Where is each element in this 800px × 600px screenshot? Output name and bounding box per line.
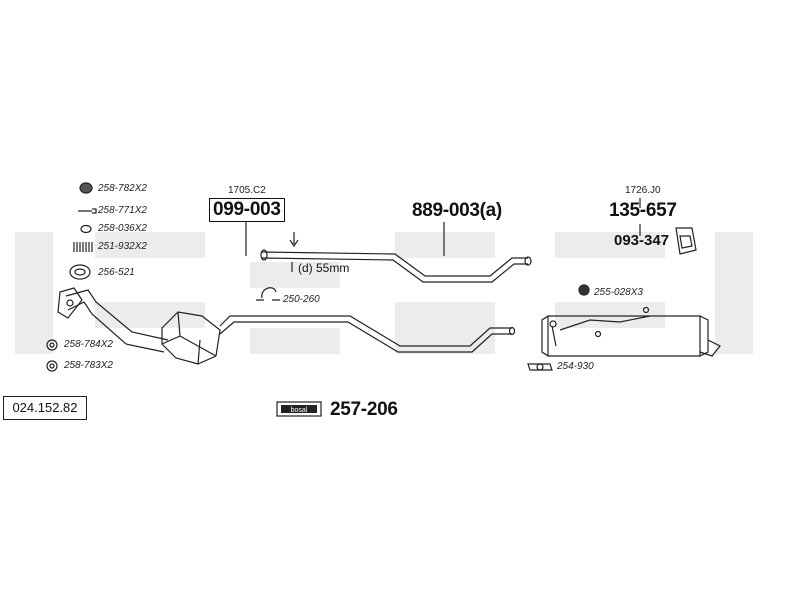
middle-pipe (219, 315, 512, 347)
gasket (527, 363, 553, 371)
downpipe (65, 289, 169, 341)
rear-muffler (541, 315, 709, 357)
part-code-rubber-mount[interactable]: 258-782X2 (98, 183, 147, 194)
mount-bracket (675, 227, 697, 255)
part-code-gasket-ring[interactable]: 256-521 (98, 267, 135, 278)
gasket-ring-icon (69, 264, 91, 280)
middle-pipe-code[interactable]: 889-003(a) (412, 200, 502, 221)
part-code-nut[interactable]: 258-036X2 (98, 223, 147, 234)
gasket-code[interactable]: 254-930 (557, 361, 594, 372)
nut-icon (80, 224, 92, 234)
catalyst-code[interactable]: 257-206 (330, 399, 398, 420)
part-code-bolt[interactable]: 258-771X2 (98, 205, 147, 216)
clamp-code[interactable]: 250-260 (283, 294, 320, 305)
bolt-icon (78, 208, 97, 214)
rear-muffler-code[interactable]: 135-657 (609, 200, 677, 221)
hanger-code[interactable]: 255-028X3 (594, 287, 643, 298)
washer-icon (46, 339, 58, 351)
catalog-number: 024.152.82 (3, 396, 87, 420)
part-code-spring[interactable]: 251-932X2 (98, 241, 147, 252)
part-code-washer-2[interactable]: 258-783X2 (64, 360, 113, 371)
hanger (578, 284, 590, 296)
front-pipe-code[interactable]: 099-003 (209, 198, 285, 222)
catalytic-converter (161, 311, 221, 365)
rubber-mount-icon (79, 182, 93, 194)
mount-bracket-code[interactable]: 093-347 (614, 232, 670, 249)
catalyst-brand-label: bosal (291, 407, 308, 414)
front-pipe-diameter-note: (d) 55mm (298, 261, 350, 275)
clamp (256, 287, 280, 301)
front-pipe (261, 251, 528, 277)
rear-section-ref: 1726.J0 (625, 185, 661, 196)
front-pipe-ref: 1705.C2 (228, 185, 266, 196)
spring-icon (73, 242, 93, 252)
part-code-washer-1[interactable]: 258-784X2 (64, 339, 113, 350)
